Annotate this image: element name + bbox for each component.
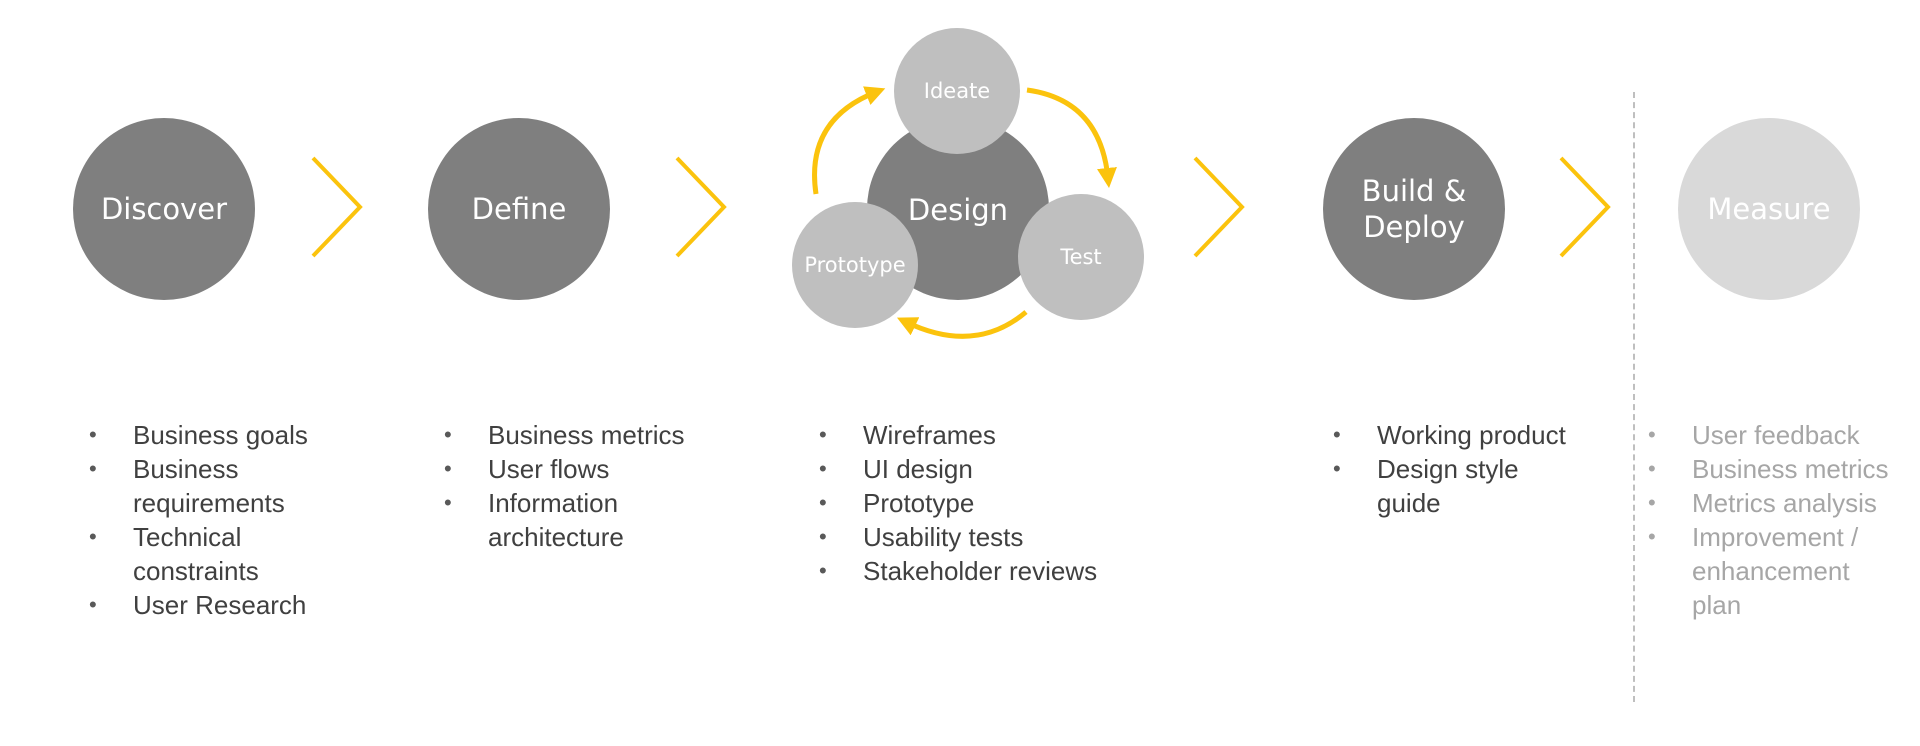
list-item: Business metrics [1648,452,1918,486]
list-item: Working product [1333,418,1623,452]
list-item: User feedback [1648,418,1918,452]
build-deploy-label: Build & Deploy [1362,173,1467,246]
cycle-arrow-prototype-to-ideate [812,86,886,195]
cycle-arrow-test-to-prototype [896,310,1028,339]
list-item: User flows [444,452,724,486]
list-item: Business metrics [444,418,724,452]
define-circle: Define [428,118,610,300]
ideate-label: Ideate [923,78,991,103]
ideate-circle: Ideate [894,28,1020,154]
build-deploy-circle: Build & Deploy [1323,118,1505,300]
list-item: Information architecture [444,486,668,554]
chevron-right-icon [1193,156,1245,258]
cycle-arrow-ideate-to-test [1026,87,1117,188]
discover-circle: Discover [73,118,255,300]
list-item: Business requirements [89,452,333,520]
list-item: Metrics analysis [1648,486,1918,520]
list-item: Business goals [89,418,349,452]
list-item: Prototype [819,486,1139,520]
chevron-right-icon [311,156,363,258]
list-item: Wireframes [819,418,1139,452]
list-item: User Research [89,588,349,622]
build-deploy-label-line2: Deploy [1363,210,1465,244]
list-item: Design style guide [1333,452,1547,520]
measure-label: Measure [1707,191,1831,226]
measure-circle: Measure [1678,118,1860,300]
chevron-right-icon [675,156,727,258]
list-item: UI design [819,452,1139,486]
design-list: Wireframes UI design Prototype Usability… [819,418,1139,588]
test-circle: Test [1018,194,1144,320]
build-deploy-list: Working product Design style guide [1333,418,1623,520]
list-item: Technical constraints [89,520,333,588]
prototype-label: Prototype [804,252,906,277]
discover-list: Business goals Business requirements Tec… [89,418,349,622]
build-deploy-label-line1: Build & [1361,173,1467,208]
define-label: Define [471,191,567,226]
chevron-right-icon [1559,156,1611,258]
discover-label: Discover [100,191,228,226]
list-item: Usability tests [819,520,1139,554]
define-list: Business metrics User flows Information … [444,418,724,554]
design-label: Design [907,193,1009,227]
prototype-circle: Prototype [792,202,918,328]
future-phase-divider [1633,92,1635,702]
list-item: Improvement / enhancement plan [1648,520,1902,622]
test-label: Test [1060,244,1102,269]
list-item: Stakeholder reviews [819,554,1139,588]
measure-list: User feedback Business metrics Metrics a… [1648,418,1918,622]
